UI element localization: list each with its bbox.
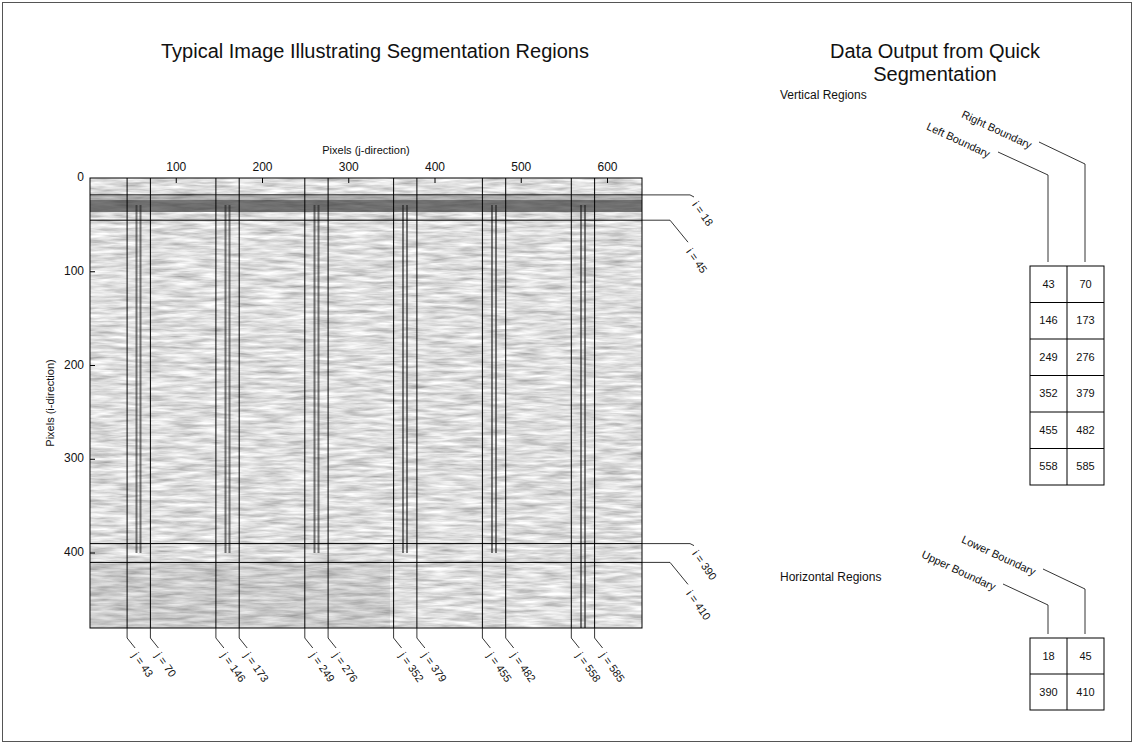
table-cell: 352 [1039, 387, 1057, 400]
tick-label: 300 [64, 452, 84, 466]
boundary-label: j = 70 [153, 650, 179, 680]
table-cell: 410 [1076, 686, 1094, 699]
boundary-label: j = 585 [597, 650, 626, 685]
table-cell: 276 [1076, 351, 1094, 364]
boundary-label: i = 18 [690, 199, 716, 229]
axis-ticks [90, 178, 608, 553]
boundary-label: i = 45 [684, 246, 710, 276]
table-cell: 482 [1076, 424, 1094, 437]
table-cell: 585 [1076, 460, 1094, 473]
table-cell: 43 [1042, 278, 1054, 291]
grayscale-image [90, 178, 642, 628]
tick-label: 100 [166, 161, 186, 175]
tick-label: 400 [425, 161, 445, 175]
table-cell: 173 [1076, 314, 1094, 327]
tick-label: 200 [252, 161, 272, 175]
table-cell: 70 [1079, 278, 1091, 291]
table-cell: 45 [1079, 650, 1091, 663]
tick-label: 200 [64, 359, 84, 373]
boundary-label: j = 276 [331, 650, 360, 685]
tick-label: 100 [64, 265, 84, 279]
tick-label: 300 [339, 161, 359, 175]
tick-label: 500 [511, 161, 531, 175]
tick-label: 400 [64, 546, 84, 560]
table-cell: 455 [1039, 424, 1057, 437]
table-cell: 146 [1039, 314, 1057, 327]
table-cell: 249 [1039, 351, 1057, 364]
boundary-lines [90, 178, 642, 628]
boundary-label: j = 482 [508, 650, 537, 685]
axis-title: Pixels (i-direction) [44, 359, 57, 446]
figure-title: Typical Image Illustrating Segmentation … [161, 40, 589, 63]
boundary-label: j = 173 [242, 650, 271, 685]
boundary-label: j = 43 [130, 650, 156, 680]
table-title: Horizontal Regions [780, 571, 881, 585]
boundary-label: j = 379 [420, 650, 449, 685]
table-cell: 390 [1039, 686, 1057, 699]
table-cell: 18 [1042, 650, 1054, 663]
leader-lines [127, 142, 1085, 648]
table-cell: 558 [1039, 460, 1057, 473]
output-tables [1030, 266, 1104, 710]
axis-title: Pixels (j-direction) [322, 144, 409, 157]
boundary-label: i = 390 [690, 548, 719, 583]
boundary-label: i = 410 [684, 588, 713, 623]
panel-title: Data Output from Quick Segmentation [810, 40, 1060, 86]
tick-label: 600 [597, 161, 617, 175]
table-title: Vertical Regions [780, 89, 867, 103]
tick-label: 0 [77, 171, 84, 185]
table-cell: 379 [1076, 387, 1094, 400]
